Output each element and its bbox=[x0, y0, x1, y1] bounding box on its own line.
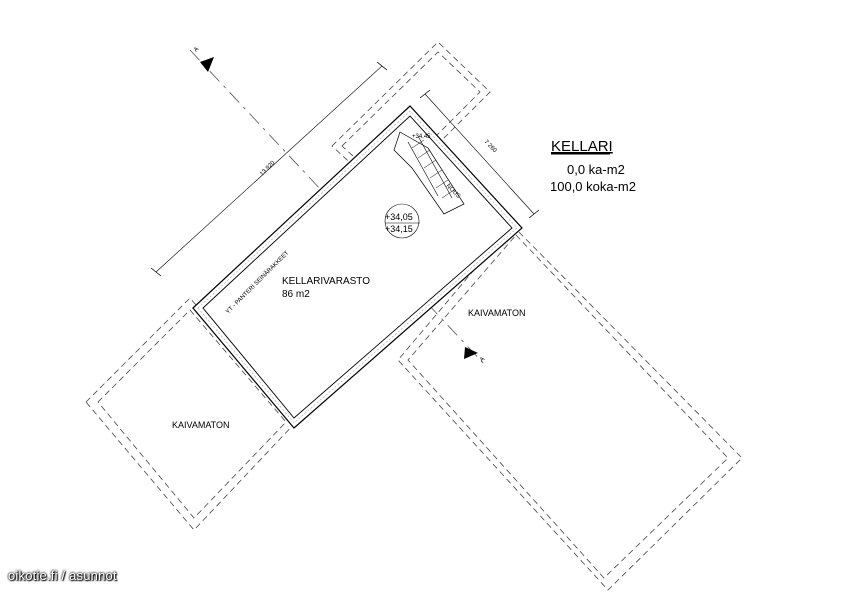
stair bbox=[393, 131, 465, 215]
legend-line-1: 0,0 ka-m2 bbox=[567, 162, 625, 177]
section-arrow-top-icon bbox=[200, 57, 214, 72]
section-label-bottom: A bbox=[479, 356, 486, 363]
level-lower: +34,15 bbox=[385, 224, 413, 234]
section-arrow-bottom-icon bbox=[464, 347, 478, 359]
dimension-short-label: 7 260 bbox=[483, 139, 498, 154]
right-unexcavated-outline bbox=[397, 224, 743, 591]
left-unexcavated-inner bbox=[97, 309, 287, 519]
section-label-top: A bbox=[193, 46, 200, 53]
right-unexcavated-inner bbox=[407, 234, 729, 579]
zone-label-left: KAIVAMATON bbox=[172, 420, 230, 430]
room-name: KELLARIVARASTO bbox=[282, 276, 370, 287]
zone-label-right: KAIVAMATON bbox=[468, 308, 526, 318]
legend-title: KELLARI bbox=[551, 138, 613, 155]
level-marker bbox=[384, 203, 420, 239]
legend-line-2: 100,0 koka-m2 bbox=[550, 179, 636, 194]
room-area: 86 m2 bbox=[282, 289, 310, 300]
dimension-long bbox=[150, 61, 388, 277]
building-outer-wall bbox=[192, 105, 523, 429]
stair-top-level: +34,45 bbox=[412, 134, 431, 140]
building-wall-hatch bbox=[197, 110, 518, 424]
dimension-long-label: 13 920 bbox=[259, 160, 277, 178]
level-upper: +34,05 bbox=[385, 212, 413, 222]
watermark: oikotie.fi / asunnot bbox=[8, 568, 117, 583]
dimension-short bbox=[419, 89, 540, 219]
building-inner-wall bbox=[202, 115, 513, 419]
